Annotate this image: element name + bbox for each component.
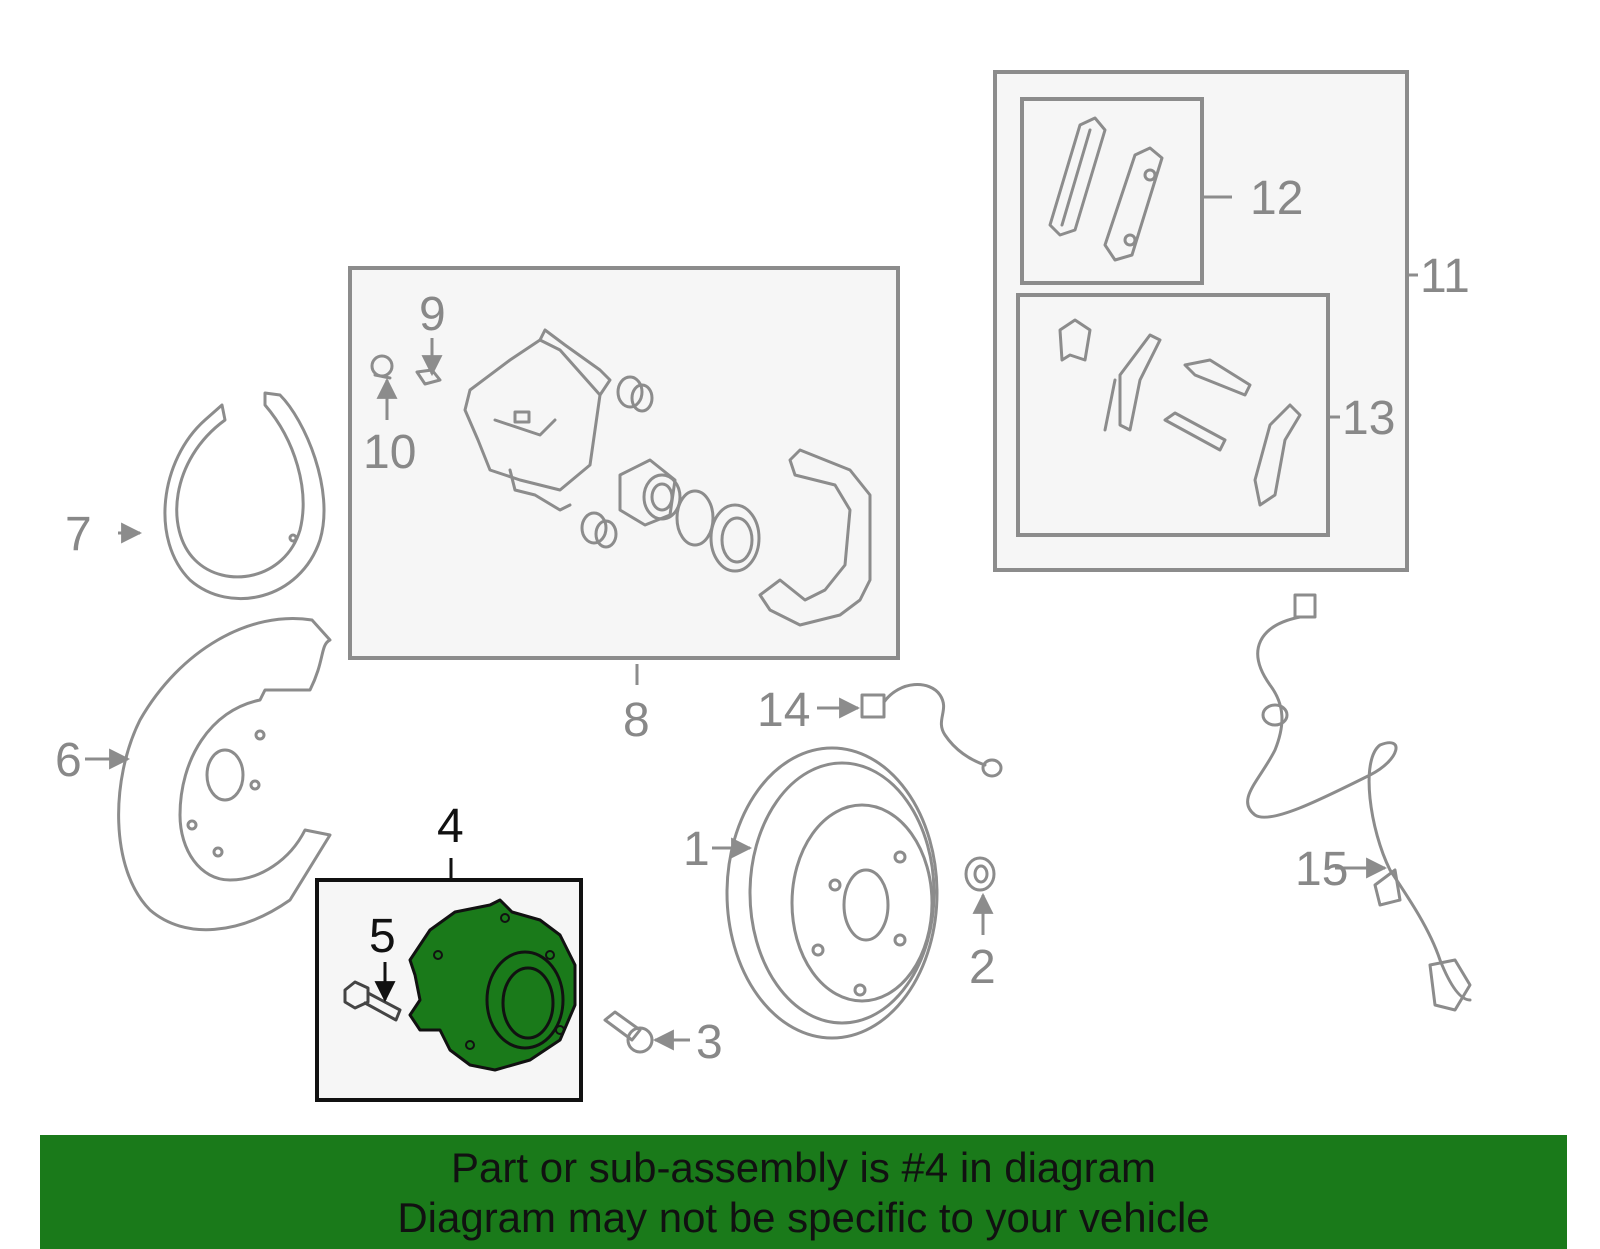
rotor-washer[interactable]: [964, 856, 996, 892]
abs-sensor-harness[interactable]: [860, 683, 1003, 778]
callout-2: 2: [969, 941, 996, 994]
callout-7: 7: [65, 508, 92, 561]
caliper[interactable]: [463, 328, 612, 512]
brake-pads[interactable]: [1048, 116, 1164, 262]
callout-12: 12: [1250, 172, 1303, 225]
caliper-bracket[interactable]: [758, 448, 872, 627]
callout-13: 13: [1342, 392, 1395, 445]
callout-6: 6: [55, 734, 82, 787]
brake-pads-box: [1020, 97, 1204, 285]
caliper-assembly-box: [348, 266, 900, 660]
caliper-piston[interactable]: [618, 458, 682, 527]
brake-rotor[interactable]: [725, 746, 939, 1040]
rotor-screw[interactable]: [603, 1010, 654, 1054]
callout-15: 15: [1295, 843, 1348, 896]
parking-brake-shoe[interactable]: [163, 391, 326, 601]
callout-10: 10: [363, 426, 416, 479]
callout-1: 1: [683, 823, 710, 876]
callout-8: 8: [623, 694, 650, 747]
part-notice-banner: Part or sub-assembly is #4 in diagram Di…: [40, 1135, 1567, 1249]
callout-3: 3: [696, 1016, 723, 1069]
abs-wheel-speed-sensor[interactable]: [1246, 593, 1472, 1012]
callout-9: 9: [419, 288, 446, 341]
pad-hardware[interactable]: [1058, 318, 1302, 507]
banner-line-1: Part or sub-assembly is #4 in diagram: [451, 1144, 1156, 1191]
dust-boot[interactable]: [709, 503, 761, 573]
bleeder-cap[interactable]: [370, 354, 394, 380]
backing-plate[interactable]: [117, 617, 332, 932]
piston-seal[interactable]: [675, 489, 715, 547]
callout-11: 11: [1420, 250, 1470, 303]
guide-pin-boot-lower[interactable]: [580, 511, 618, 549]
callout-4: 4: [437, 800, 464, 853]
callout-5: 5: [369, 910, 396, 963]
callout-14: 14: [757, 684, 810, 737]
banner-line-2: Diagram may not be specific to your vehi…: [397, 1194, 1210, 1241]
wheel-hub-bearing-assembly[interactable]: [408, 898, 577, 1072]
guide-pin-boot-upper[interactable]: [616, 375, 654, 413]
